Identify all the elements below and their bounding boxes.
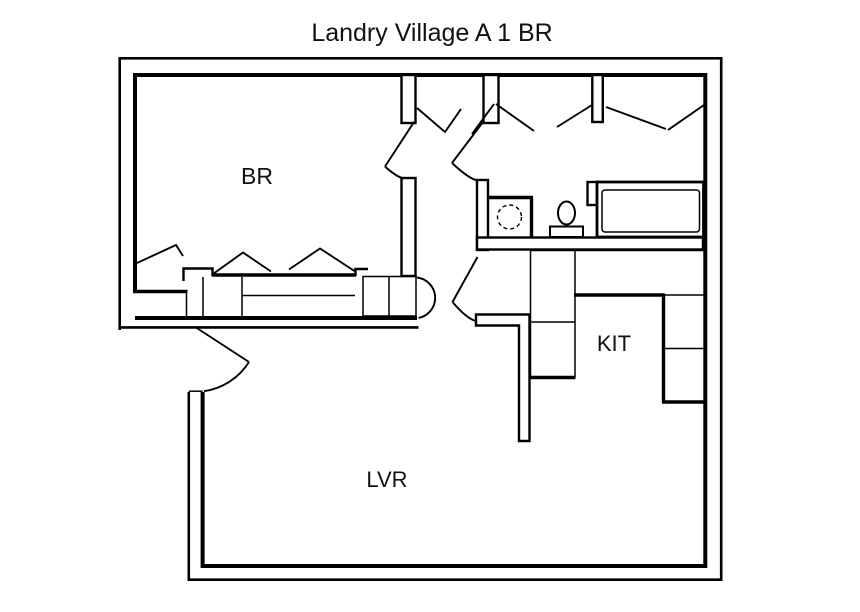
bifold-door-icon (471, 103, 495, 135)
hall-closet-bifold-doors (416, 103, 705, 135)
closet-door-mark (136, 243, 184, 264)
bathroom-vanity (487, 195, 534, 237)
bathtub-inner (601, 189, 701, 233)
bedroom-door-swing (384, 121, 415, 180)
toilet-bowl (557, 200, 576, 226)
sink-icon (496, 204, 523, 230)
closet-jamb-left (182, 267, 214, 281)
kitchen-peninsula-wall (474, 313, 531, 443)
toilet-tank (549, 225, 584, 238)
br-hall-wall-upper (400, 73, 417, 125)
kitchen-counters (529, 249, 704, 404)
closet-divider-wall-1 (482, 73, 500, 125)
kitchen-label: KIT (597, 331, 631, 356)
bifold-door-icon (556, 104, 593, 128)
bedroom-closet (133, 243, 417, 317)
toilet (549, 200, 584, 238)
bifold-door-icon (212, 251, 272, 275)
tub-alcove-stub (586, 180, 599, 207)
bifold-door-icon (288, 247, 357, 273)
closet-jamb-right (354, 267, 368, 276)
bedroom-label: BR (241, 163, 273, 189)
outer-wall (118, 57, 723, 581)
br-hall-wall-lower (400, 176, 417, 278)
bifold-door-icon (495, 103, 535, 132)
entry-door-swing (195, 326, 250, 393)
closet-divider-wall-2 (591, 73, 604, 124)
inner-wall (133, 73, 708, 568)
bifold-door-icon (605, 106, 667, 130)
interior-walls (400, 73, 705, 443)
bath-kitchen-wall (475, 236, 705, 251)
kitchen-door-swing (451, 256, 479, 322)
bathtub (595, 180, 705, 239)
bifold-door-icon (667, 104, 705, 131)
plan-title: Landry Village A 1 BR (311, 19, 552, 47)
living-room-label: LVR (366, 467, 407, 492)
bathroom-door-swing (451, 121, 484, 182)
corridor-door-arc (416, 276, 437, 319)
bifold-door-icon (416, 107, 462, 134)
